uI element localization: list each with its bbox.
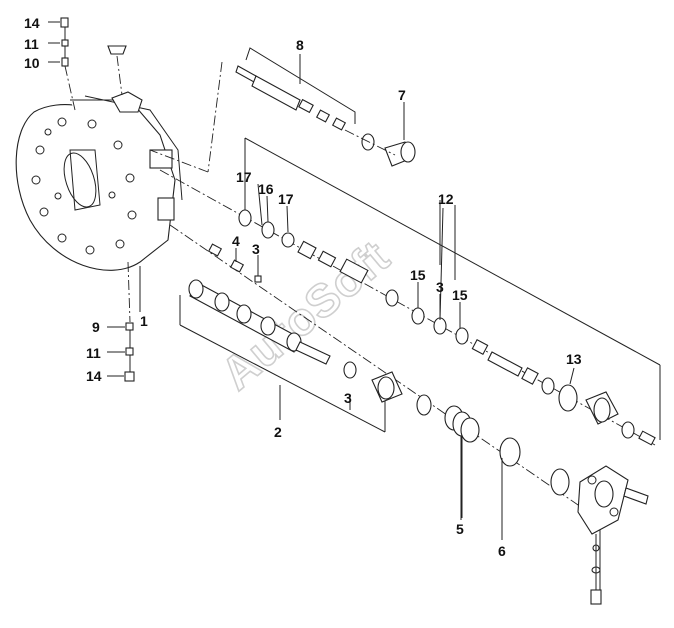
coil-spring-icon bbox=[295, 341, 331, 365]
label-3-right: 3 bbox=[436, 279, 444, 295]
o-ring-icon bbox=[254, 275, 262, 283]
pump-housing-icon bbox=[15, 91, 183, 271]
pin-icon bbox=[207, 243, 223, 257]
label-17-left: 17 bbox=[236, 169, 252, 185]
o-ring-icon bbox=[238, 209, 252, 227]
plug-icon bbox=[384, 141, 416, 167]
plug-icon bbox=[107, 45, 127, 55]
label-5: 5 bbox=[456, 521, 464, 537]
o-ring-icon bbox=[541, 377, 555, 395]
label-16: 16 bbox=[258, 181, 274, 197]
backup-ring-icon bbox=[433, 317, 447, 335]
valve-spool-icon bbox=[235, 65, 347, 131]
plug-icon bbox=[590, 589, 602, 605]
coil-spring-icon bbox=[487, 351, 523, 377]
o-ring-icon bbox=[411, 307, 425, 325]
label-15-right: 15 bbox=[452, 287, 468, 303]
lower-row-parts bbox=[188, 243, 649, 605]
label-3-upper: 3 bbox=[252, 241, 260, 257]
o-ring-icon bbox=[281, 232, 295, 248]
left-bottom-fasteners bbox=[107, 261, 135, 382]
o-ring-icon bbox=[550, 468, 570, 496]
orifice-icon bbox=[61, 57, 69, 67]
label-4: 4 bbox=[232, 233, 240, 249]
o-ring-icon bbox=[416, 394, 432, 416]
o-ring-icon bbox=[385, 289, 399, 307]
plug-icon bbox=[60, 17, 69, 28]
adjust-plug-icon bbox=[585, 391, 619, 425]
label-3-lower: 3 bbox=[344, 390, 352, 406]
washer-icon bbox=[61, 39, 69, 47]
o-ring-icon bbox=[455, 327, 469, 345]
label-6: 6 bbox=[498, 543, 506, 559]
coil-spring-icon bbox=[444, 405, 480, 443]
poppet-icon bbox=[317, 250, 337, 268]
o-ring-icon bbox=[343, 361, 357, 379]
label-leaders bbox=[139, 102, 575, 540]
o-ring-icon bbox=[558, 384, 578, 412]
label-11-top: 11 bbox=[24, 36, 39, 52]
nut-icon bbox=[621, 421, 635, 439]
part-labels: 14 11 10 9 11 14 1 8 7 17 16 17 4 3 2 3 … bbox=[24, 15, 582, 559]
label-7: 7 bbox=[398, 87, 406, 103]
washer-icon bbox=[125, 347, 134, 356]
label-14-bottom: 14 bbox=[86, 368, 102, 384]
orifice-icon bbox=[125, 322, 134, 331]
seat-icon bbox=[339, 258, 369, 284]
label-13: 13 bbox=[566, 351, 582, 367]
label-11-bottom: 11 bbox=[86, 345, 101, 361]
poppet-icon bbox=[471, 339, 489, 355]
upper-row-parts bbox=[238, 209, 656, 446]
plug-icon bbox=[297, 240, 317, 260]
label-15-left: 15 bbox=[410, 267, 426, 283]
label-12: 12 bbox=[438, 191, 454, 207]
plug-icon bbox=[124, 371, 135, 382]
label-2: 2 bbox=[274, 424, 282, 440]
backup-ring-icon bbox=[261, 221, 275, 239]
label-17-right: 17 bbox=[278, 191, 294, 207]
label-8: 8 bbox=[296, 37, 304, 53]
label-9: 9 bbox=[92, 319, 100, 335]
plug-icon bbox=[229, 259, 245, 273]
left-top-fasteners bbox=[48, 17, 127, 111]
set-screw-icon bbox=[638, 430, 656, 446]
label-1: 1 bbox=[140, 313, 148, 329]
upper-spool-assembly bbox=[149, 47, 416, 173]
spring-seat-icon bbox=[521, 367, 539, 385]
label-14-top: 14 bbox=[24, 15, 40, 31]
plug-icon bbox=[371, 371, 403, 403]
label-10: 10 bbox=[24, 55, 40, 71]
cover-flange-icon bbox=[577, 465, 629, 535]
spring-seat-icon bbox=[499, 437, 521, 467]
bolt-icon bbox=[623, 487, 649, 505]
